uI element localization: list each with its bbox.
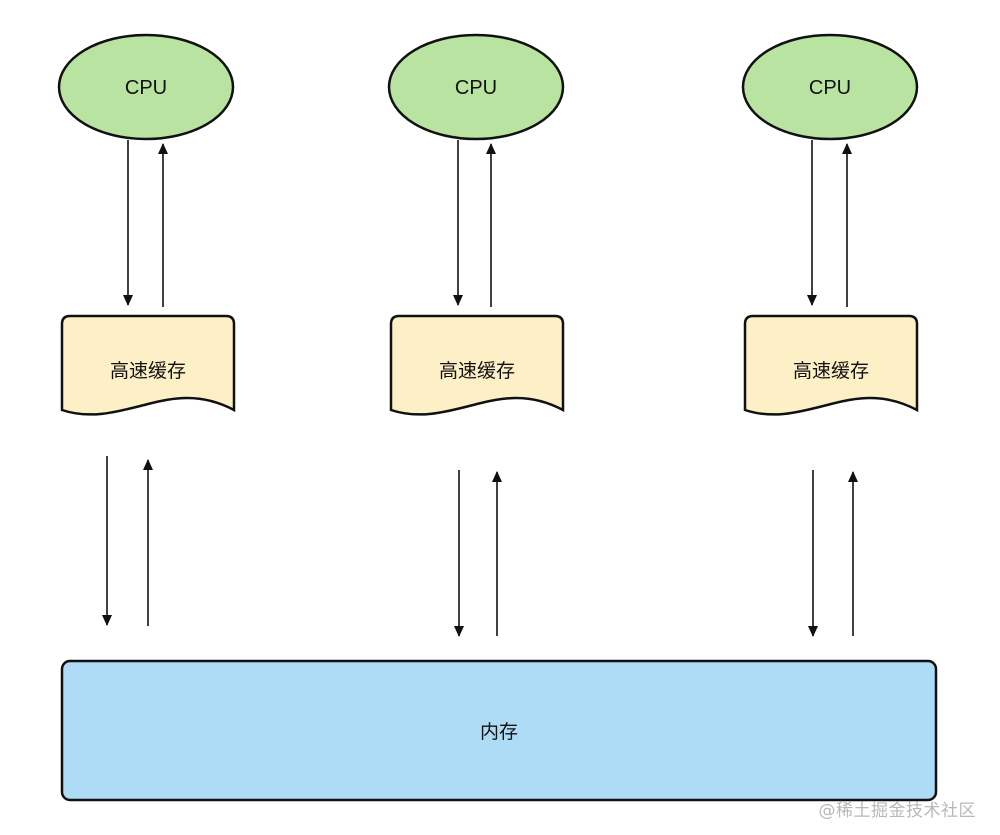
cache-label-3: 高速缓存 (793, 360, 869, 382)
cpu-cache-arrows-3 (807, 140, 852, 307)
cache-node-3: 高速缓存 (743, 314, 919, 416)
cache-memory-arrows-2 (454, 470, 502, 637)
cpu-label-3: CPU (809, 77, 851, 99)
cache-label-2: 高速缓存 (439, 360, 515, 382)
cpu-label-1: CPU (125, 77, 167, 99)
cache-memory-arrows-1 (102, 456, 153, 626)
cpu-cache-arrows-1 (123, 140, 168, 307)
cpu-node-1: CPU (57, 33, 235, 141)
memory-label: 内存 (480, 721, 518, 743)
cpu-label-2: CPU (455, 77, 497, 99)
cpu-cache-arrows-2 (453, 140, 496, 307)
memory-node: 内存 (60, 659, 938, 802)
watermark-text: @稀土掘金技术社区 (818, 801, 976, 821)
cpu-node-2: CPU (387, 33, 565, 141)
cache-label-1: 高速缓存 (110, 360, 186, 382)
cache-node-2: 高速缓存 (389, 314, 565, 416)
cpu-node-3: CPU (741, 33, 919, 141)
cache-node-1: 高速缓存 (60, 314, 236, 416)
cache-memory-arrows-3 (808, 470, 858, 637)
